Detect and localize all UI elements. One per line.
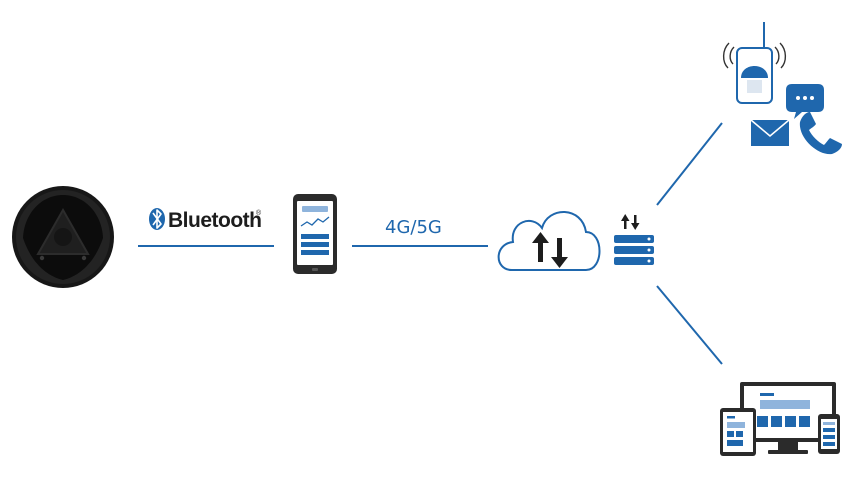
- phone-handset-icon: [799, 112, 842, 155]
- network-label: 4G/5G: [385, 217, 442, 238]
- alerts-cluster: [722, 22, 842, 155]
- envelope-icon: [750, 119, 790, 146]
- alerts-link-line: [656, 122, 723, 206]
- pager-icon: [722, 22, 787, 104]
- bluetooth-text: Bluetooth: [168, 209, 261, 232]
- round-black-device-icon: [12, 186, 114, 288]
- cloud-upload-download-icon: [497, 211, 601, 271]
- phone-app-icon: [293, 194, 337, 274]
- multi-device-dashboard-icon: [720, 382, 840, 456]
- bluetooth-icon: [149, 208, 165, 230]
- dashboard-link-line: [656, 285, 723, 365]
- chat-bubble-icon: [786, 84, 824, 119]
- bluetooth-registered-mark: ®: [256, 209, 262, 217]
- server-stack-icon: [614, 214, 654, 265]
- bluetooth-label: Bluetooth ®: [149, 208, 262, 232]
